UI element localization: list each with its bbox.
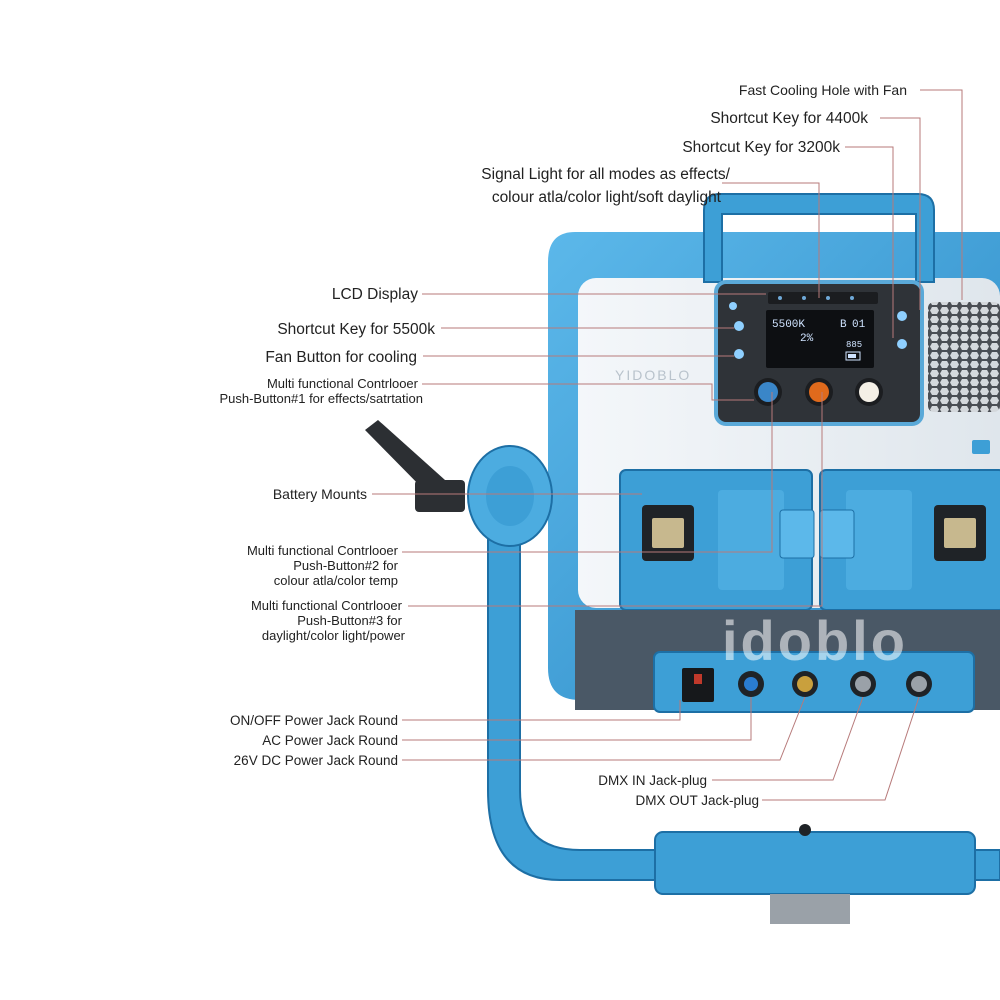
callout-labels: Fast Cooling Hole with Fan Shortcut Key … [219, 82, 907, 808]
shortcut-key-3200k[interactable] [897, 339, 907, 349]
label-ctrl1-2: Push-Button#1 for effects/satrtation [219, 391, 423, 406]
light-unit: YIDOBLO 5500K B 01 2% 885 [365, 193, 1000, 924]
label-key-3200: Shortcut Key for 3200k [682, 139, 840, 156]
label-key-5500: Shortcut Key for 5500k [277, 321, 435, 338]
signal-light-strip [768, 292, 878, 304]
controller-knob-3[interactable] [859, 382, 879, 402]
yoke-clamp [654, 831, 976, 895]
label-signal-1: Signal Light for all modes as effects/ [481, 166, 730, 183]
leader-lines [372, 89, 963, 801]
shortcut-key-4400k[interactable] [897, 311, 907, 321]
label-fast-cooling: Fast Cooling Hole with Fan [739, 82, 907, 98]
lcd-cct: 5500K [772, 319, 805, 331]
shortcut-key-5500k[interactable] [734, 321, 744, 331]
label-ctrl3-1: Multi functional Contrlooer [251, 598, 403, 613]
label-dmx-in: DMX IN Jack-plug [598, 773, 707, 788]
label-onoff: ON/OFF Power Jack Round [230, 713, 398, 728]
label-ctrl2-2: Push-Button#2 for [293, 558, 398, 573]
power-indicator [729, 302, 737, 310]
label-ctrl2-3: colour atla/color temp [274, 573, 398, 588]
label-ctrl2-1: Multi functional Contrlooer [247, 543, 399, 558]
lcd-address: 01 [852, 319, 866, 331]
onoff-switch[interactable] [682, 668, 714, 702]
label-ctrl3-3: daylight/color light/power [262, 628, 406, 643]
label-battery: Battery Mounts [273, 486, 367, 502]
label-ac: AC Power Jack Round [262, 733, 398, 748]
yoke [487, 469, 1000, 881]
cooling-fan-mesh [928, 302, 1000, 412]
controller-knob-1[interactable] [758, 382, 778, 402]
label-dc: 26V DC Power Jack Round [234, 753, 398, 768]
label-ctrl1-1: Multi functional Contrlooer [267, 376, 419, 391]
label-fan-button: Fan Button for cooling [265, 349, 417, 366]
label-key-4400: Shortcut Key for 4400k [710, 110, 868, 127]
label-dmx-out: DMX OUT Jack-plug [635, 793, 759, 808]
label-lcd: LCD Display [332, 286, 418, 303]
panel-logo: YIDOBLO [615, 367, 691, 383]
lcd-display [766, 310, 874, 368]
lcd-readout: 885 [846, 340, 862, 350]
lcd-intensity: 2% [800, 333, 814, 345]
watermark: idoblo [722, 609, 908, 672]
stand-pole [770, 894, 850, 924]
controller-knob-2[interactable] [809, 382, 829, 402]
lcd-channel: B [840, 319, 847, 331]
fan-button[interactable] [734, 349, 744, 359]
label-signal-2: colour atla/color light/soft daylight [492, 189, 722, 206]
label-ctrl3-2: Push-Button#3 for [297, 613, 402, 628]
